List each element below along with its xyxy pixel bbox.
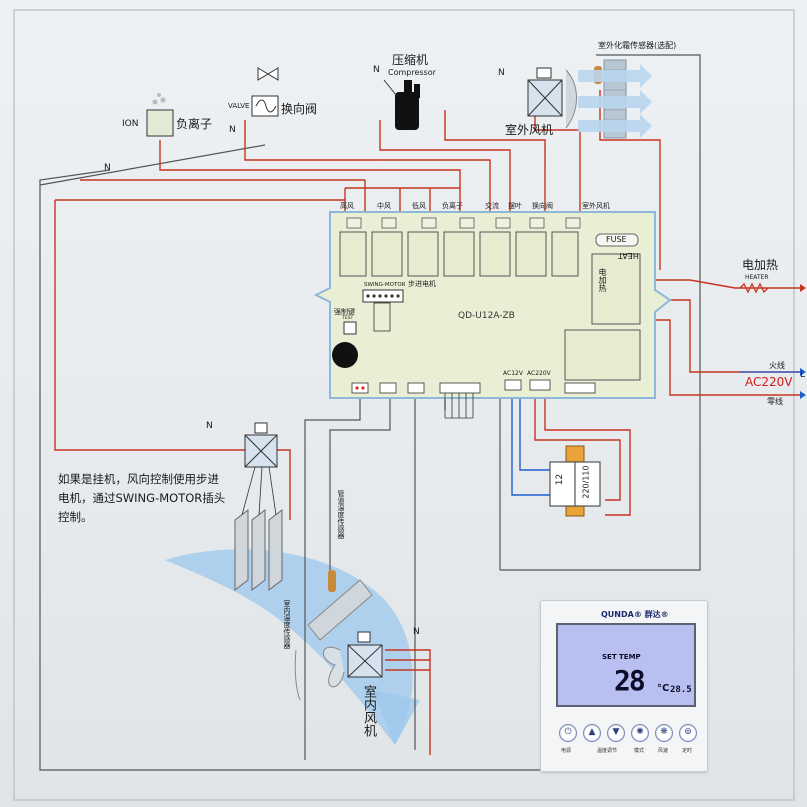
relay-label-valve: 换向阀: [532, 202, 553, 210]
indoor-fan-label: 室内风机: [361, 685, 376, 737]
controller-brand: QUNDA® 群达®: [601, 610, 669, 619]
outdoor-sensor-label: 室外化霜传感器(选配): [598, 41, 677, 50]
buzzer: [332, 342, 358, 368]
relay-label-ion: 负离子: [442, 202, 463, 210]
set-temp-label: SET TEMP: [602, 653, 641, 661]
compressor-label: 压缩机: [392, 53, 429, 67]
force-key-label: 强制键: [334, 308, 355, 316]
transformer-12-label: 12: [555, 473, 566, 486]
n-label-ion: N: [104, 163, 111, 173]
n-label-compressor: N: [373, 65, 380, 75]
indoor-fan-symbol: [323, 631, 383, 688]
relay-label-swing: 摆叶: [508, 202, 522, 210]
up-arrow-icon: ▲: [588, 727, 596, 737]
timer-label: 定时: [682, 748, 693, 754]
mode-button[interactable]: ✺: [631, 724, 649, 742]
elec-heat-vertical-label: 电加热: [598, 268, 607, 292]
fuse-label: FUSE: [606, 235, 627, 244]
test-label: TEST: [342, 316, 354, 321]
n-label-valve: N: [229, 125, 236, 135]
ac220v-small-label: AC220V: [527, 370, 551, 377]
transformer-220-label: 220/110: [581, 465, 591, 499]
temp-unit: °C: [657, 683, 670, 694]
fan-speed-button[interactable]: ❋: [655, 724, 673, 742]
pipe-sensor-label: 管道温度传感器: [337, 490, 345, 539]
timer-icon: ⊚: [684, 727, 692, 737]
mode-label: 模式: [634, 748, 645, 754]
n-label-outfan: N: [498, 68, 505, 78]
indoor-coil: [307, 579, 373, 641]
outdoor-fan-symbol: [527, 67, 577, 129]
heater-resistor: [739, 282, 769, 294]
board-border: [13, 9, 795, 801]
n-label-swingfan: N: [206, 421, 213, 431]
controller-lcd: SET TEMP 28 °C 28.5: [556, 623, 696, 707]
power-icon: ⏻: [564, 727, 572, 737]
compressor-en-label: Compressor: [388, 68, 436, 77]
l-label: L: [800, 370, 806, 380]
relay-label-low: 低风: [412, 202, 426, 210]
relay-label-mid: 中风: [377, 202, 391, 210]
swing-fan-symbol: [244, 422, 278, 468]
room-sensor-label: 室内温度传感器: [283, 600, 291, 649]
ion-cn-label: 负离子: [176, 117, 213, 131]
ion-box: [146, 109, 174, 137]
temp-down-button[interactable]: ▼: [607, 724, 625, 742]
live-label: 火线: [769, 361, 785, 370]
swing-note: 如果是挂机，风向控制使用步进电机，通过SWING-MOTOR插头控制。: [58, 472, 226, 524]
relay-label-high: 高风: [340, 202, 354, 210]
wall-controller: QUNDA® 群达® SET TEMP 28 °C 28.5 ⏻ ▲ ▼ ✺ ❋…: [540, 600, 708, 772]
ac12v-label: AC12V: [503, 370, 523, 377]
heat-label: HEAT: [618, 251, 639, 260]
temp-adjust-label: 温度调节: [597, 748, 618, 754]
down-arrow-icon: ▼: [612, 727, 620, 737]
relay-label-outfan: 室外风机: [582, 202, 610, 210]
relay-label-ac: 交流: [485, 202, 499, 210]
timer-button[interactable]: ⊚: [679, 724, 697, 742]
set-temp-value: 28: [614, 664, 646, 697]
neutral-label: 零线: [767, 397, 783, 406]
pipe-sensor-probe: [328, 570, 336, 592]
n-label-indoorfan: N: [413, 627, 420, 637]
valve-symbol: [251, 67, 279, 117]
swing-motor-label: SWING-MOTOR: [364, 282, 406, 288]
stepper-label: 步进电机: [408, 280, 436, 288]
heater-cn-label: 电加热: [742, 258, 779, 272]
transformer: [549, 445, 601, 517]
compressor-symbol: [383, 79, 420, 130]
fan-icon: ❋: [660, 727, 668, 737]
valve-cn-label: 换向阀: [281, 102, 318, 116]
louvers: [234, 508, 283, 592]
power-label: 电源: [561, 748, 572, 754]
ion-en-label: ION: [122, 119, 139, 129]
fan-speed-label: 风速: [658, 748, 669, 754]
outdoor-fan-label: 室外风机: [505, 123, 554, 137]
temp-up-button[interactable]: ▲: [583, 724, 601, 742]
mode-icon: ✺: [636, 727, 644, 737]
room-temp-value: 28.5: [670, 685, 692, 695]
ac220v-label: AC220V: [745, 375, 793, 389]
pcb-model-label: QD-U12A-ZB: [458, 311, 515, 321]
heater-en-label: HEATER: [745, 274, 769, 281]
power-button[interactable]: ⏻: [559, 724, 577, 742]
valve-en-label: VALVE: [228, 102, 250, 110]
